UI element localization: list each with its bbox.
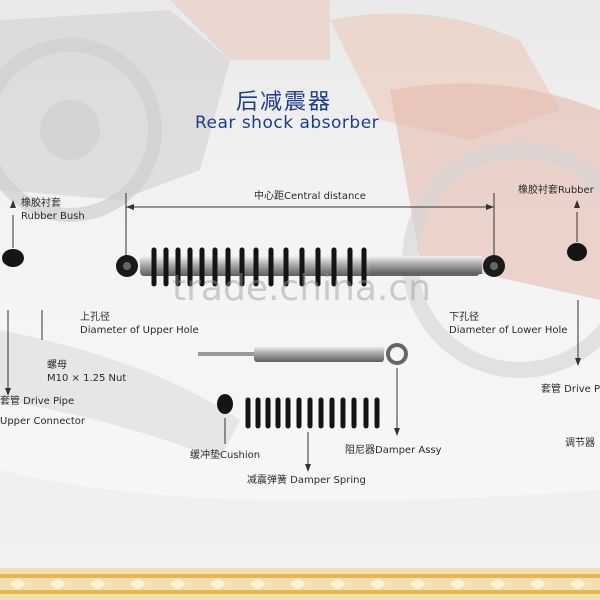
label-nut-cn: 螺母	[47, 360, 67, 371]
rubber-bush-left	[2, 200, 24, 267]
label-rubber-bush-left-cn: 橡胶衬套	[21, 198, 61, 209]
label-lower-hole-cn: 下孔径	[449, 312, 479, 323]
label-drive-pipe-left: 套管 Drive Pipe	[0, 396, 75, 407]
watermark: trade.china.cn	[172, 268, 431, 309]
shock-absorber-assembly	[116, 247, 505, 287]
label-cushion: 缓冲垫Cushion	[190, 450, 261, 461]
label-central-distance: 中心距Central distance	[254, 191, 366, 202]
label-damper-spring: 减震弹簧 Damper Spring	[247, 475, 366, 486]
label-drive-pipe-right: 套管 Drive P	[541, 384, 600, 395]
damper-spring-part	[245, 397, 380, 429]
title-english: Rear shock absorber	[195, 113, 380, 133]
label-damper-assy: 阻尼器Damper Assy	[345, 445, 442, 456]
label-upper-hole-cn: 上孔径	[80, 312, 110, 323]
label-rubber-bush-right: 橡胶衬套Rubber	[518, 185, 594, 196]
label-adjuster-right: 调节器	[565, 438, 595, 449]
damper-assy	[198, 343, 408, 436]
assembly-spring	[151, 247, 367, 287]
cushion-part	[217, 394, 233, 444]
label-upper-hole-en: Diameter of Upper Hole	[80, 325, 199, 336]
label-rubber-bush-left-en: Rubber Bush	[21, 211, 85, 222]
label-lower-hole-en: Diameter of Lower Hole	[449, 325, 568, 336]
decorative-bottom-frame	[0, 568, 600, 600]
central-distance-line	[125, 193, 495, 262]
title-chinese: 后减震器	[236, 90, 333, 115]
label-upper-connector: Upper Connector	[0, 416, 86, 427]
label-nut-en: M10 × 1.25 Nut	[47, 373, 127, 384]
rubber-bush-right	[567, 200, 587, 261]
